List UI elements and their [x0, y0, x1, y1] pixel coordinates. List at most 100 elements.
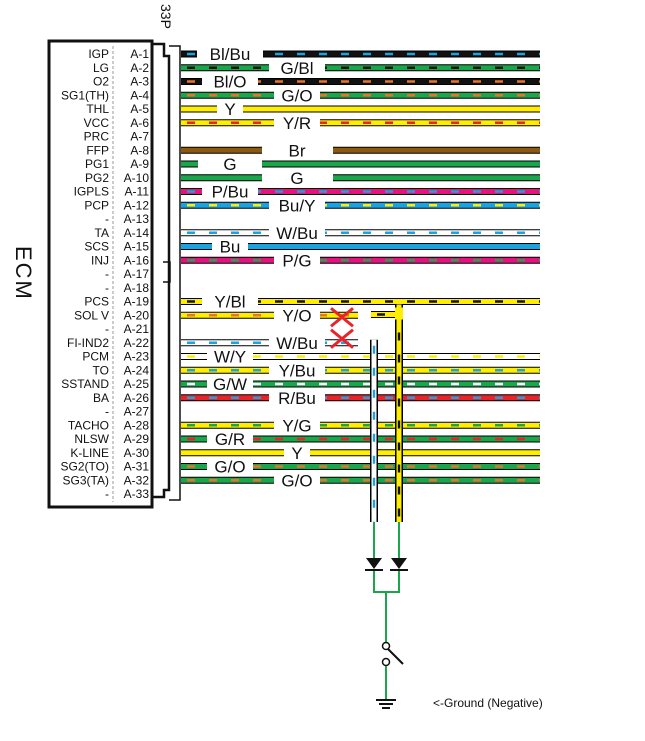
pin-id-a-16: A-16 — [124, 253, 150, 267]
wire-label-bg-a-14 — [269, 224, 325, 241]
pin-name-a-23: PCM — [82, 350, 109, 364]
pin-name-a-4: SG1(TH) — [61, 88, 109, 102]
wire-label-bg-a-4 — [274, 87, 320, 104]
pin-name-a-14: TA — [95, 226, 109, 240]
wire-label-bg-a-24 — [269, 362, 325, 379]
wire-label-a-25: G/W — [213, 375, 247, 394]
wire-label-a-5: Y — [224, 100, 235, 119]
connector-bracket — [152, 42, 171, 499]
pin-name-a-19: PCS — [84, 295, 109, 309]
pin-id-a-23: A-23 — [124, 350, 150, 364]
pin-name-a-33: - — [105, 487, 109, 501]
pin-id-a-27: A-27 — [124, 405, 150, 419]
wire-label-bg-a-20 — [274, 307, 320, 324]
pin-name-a-27: - — [105, 405, 109, 419]
connector-title: 33P — [158, 4, 174, 29]
pin-id-a-1: A-1 — [130, 47, 149, 61]
switch-lever — [387, 648, 404, 665]
pin-id-a-3: A-3 — [130, 75, 149, 89]
pin-id-a-17: A-17 — [124, 267, 150, 281]
pin-id-a-21: A-21 — [124, 322, 150, 336]
pin-id-a-13: A-13 — [124, 212, 150, 226]
wire-label-bg-a-12 — [269, 197, 325, 214]
wire-label-bg-a-16 — [274, 252, 320, 269]
wires-layer — [181, 50, 540, 522]
cut-mark-a-20 — [330, 307, 354, 328]
pin-name-a-29: NLSW — [74, 432, 109, 446]
wire-label-a-2: G/Bl — [280, 59, 313, 78]
wire-label-bg-a-15 — [212, 238, 248, 255]
wire-label-a-9: G — [223, 155, 236, 174]
pin-name-a-13: - — [105, 212, 109, 226]
pin-id-a-8: A-8 — [130, 143, 149, 157]
wire-label-a-29: G/R — [215, 430, 245, 449]
pin-name-a-3: O2 — [93, 75, 109, 89]
pin-id-a-32: A-32 — [124, 473, 150, 487]
pin-id-a-28: A-28 — [124, 418, 150, 432]
pin-id-a-11: A-11 — [125, 185, 150, 199]
wire-label-bg-a-9 — [217, 156, 243, 172]
pin-id-a-19: A-19 — [124, 295, 150, 309]
wire-label-a-16: P/G — [282, 251, 311, 270]
pin-id-a-33: A-33 — [124, 487, 150, 501]
wire-label-bg-a-32 — [274, 472, 320, 489]
wire-label-a-15: Bu — [220, 238, 241, 257]
wire-label-a-26: R/Bu — [278, 389, 316, 408]
wire-label-a-22: W/Bu — [276, 334, 318, 353]
pin-id-a-7: A-7 — [130, 130, 149, 144]
wire-label-a-10: G — [290, 169, 303, 188]
pin-name-a-9: PG1 — [85, 157, 109, 171]
wire-label-bg-a-2 — [269, 59, 325, 76]
wire-label-a-1: Bl/Bu — [210, 45, 251, 64]
ecm-box — [47, 39, 154, 509]
pin-id-a-24: A-24 — [124, 363, 150, 377]
wire-label-a-8: Br — [289, 141, 306, 160]
pin-id-a-10: A-10 — [124, 171, 150, 185]
wire-label-a-24: Y/Bu — [279, 361, 316, 380]
wire-label-a-14: W/Bu — [276, 224, 318, 243]
pin-id-a-15: A-15 — [124, 240, 150, 254]
wire-label-bg-a-26 — [269, 389, 325, 406]
diode-left — [365, 558, 383, 571]
connector-notch — [163, 261, 171, 283]
pin-name-a-30: K-LINE — [70, 446, 109, 460]
wire-label-bg-a-6 — [274, 114, 320, 131]
wire-label-a-28: Y/G — [282, 416, 311, 435]
switch-contact-top — [381, 641, 391, 651]
wire-label-bg-a-25 — [207, 376, 253, 392]
pin-name-a-5: THL — [86, 102, 109, 116]
ecm-title: ECM — [11, 246, 36, 301]
wire-label-bg-a-8 — [279, 142, 315, 159]
diode-switch-ground-circuit — [365, 522, 408, 709]
wire-label-bg-a-11 — [202, 183, 258, 200]
wire-label-bg-a-30 — [284, 444, 310, 461]
wire-labels-layer: Bl/BuG/BlBl/OG/OYY/RBrGGP/BuBu/YW/BuBuP/… — [197, 45, 354, 490]
pin-id-a-20: A-20 — [124, 308, 150, 322]
pin-id-a-6: A-6 — [130, 116, 149, 130]
wire-a-19-elbow-fill — [395, 307, 403, 320]
pin-name-a-12: PCP — [84, 198, 109, 212]
wire-label-a-20: Y/O — [282, 306, 311, 325]
diode-right-body — [391, 558, 407, 569]
pin-name-a-1: IGP — [88, 47, 109, 61]
pin-id-a-18: A-18 — [124, 281, 150, 295]
wire-label-a-12: Bu/Y — [279, 196, 316, 215]
wire-label-bg-a-5 — [217, 101, 243, 117]
pin-id-a-31: A-31 — [124, 460, 150, 474]
wire-label-a-23: W/Y — [214, 348, 246, 367]
pin-id-a-26: A-26 — [124, 391, 150, 405]
pin-id-a-14: A-14 — [124, 226, 150, 240]
wire-label-a-6: Y/R — [283, 114, 311, 133]
wire-label-bg-a-19 — [202, 293, 258, 310]
wire-label-a-30: Y — [291, 444, 302, 463]
pin-id-a-5: A-5 — [130, 102, 149, 116]
pin-id-a-22: A-22 — [124, 336, 150, 350]
pin-name-a-21: - — [105, 322, 109, 336]
cut-mark-a-22 — [330, 328, 354, 349]
pin-name-a-25: SSTAND — [61, 377, 109, 391]
connector-pins — [169, 45, 181, 501]
diode-right — [390, 558, 408, 571]
diode-left-body — [366, 558, 382, 569]
